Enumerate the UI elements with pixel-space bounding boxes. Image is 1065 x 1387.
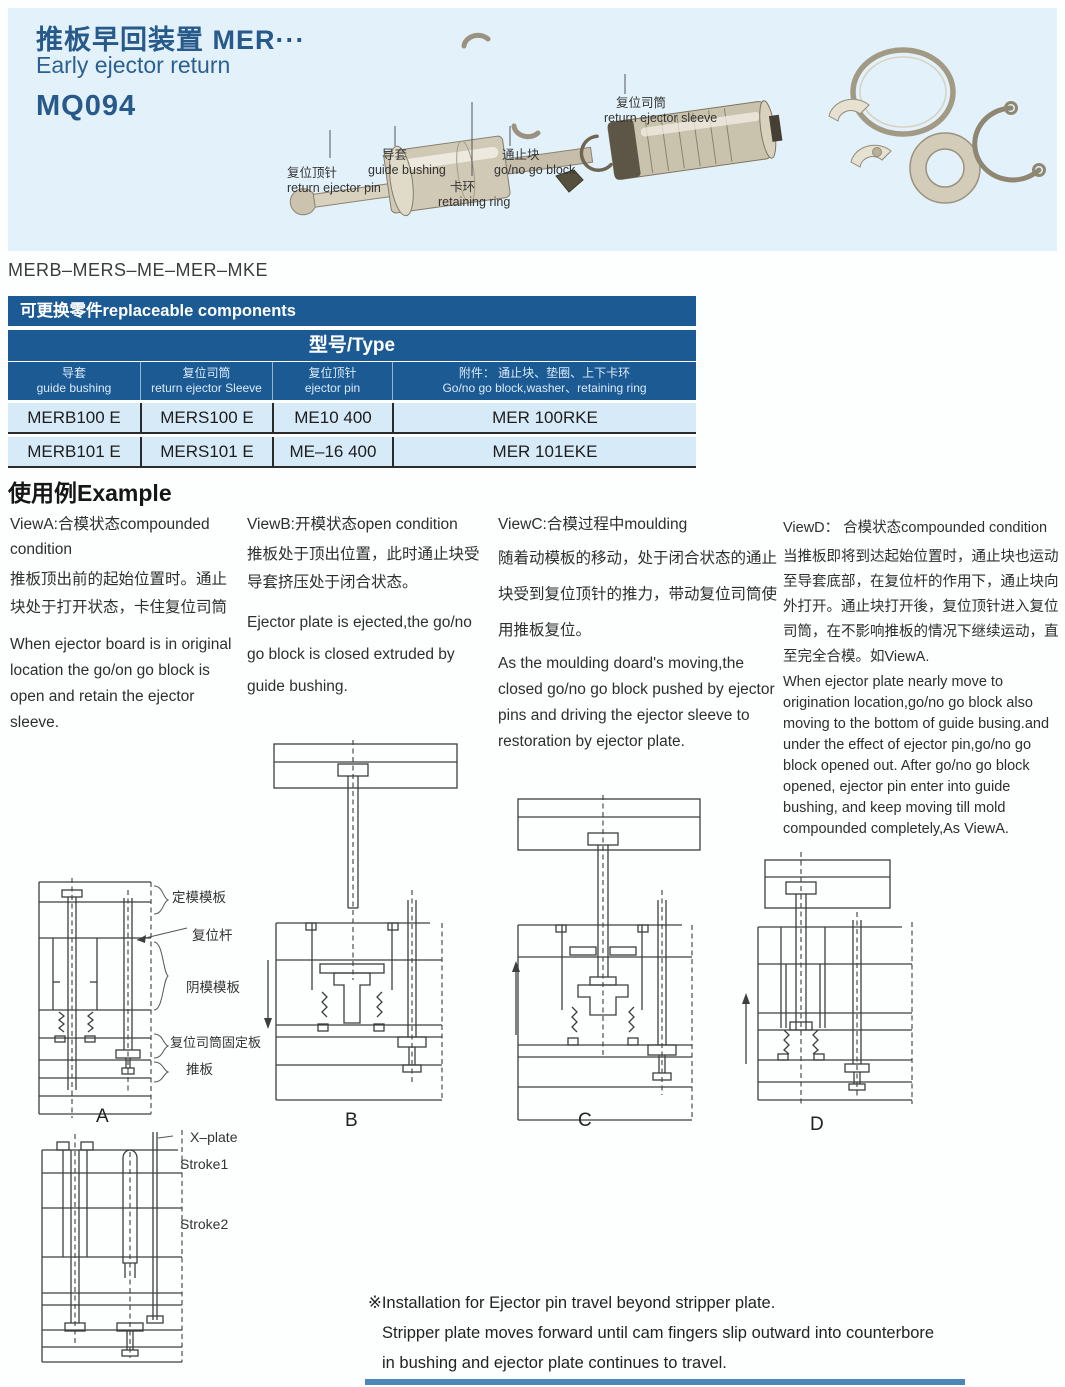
label-return-ejector-sleeve: 复位司筒 return ejector sleeve	[604, 96, 717, 126]
label-return-ejector-sleeve-cn: 复位司筒	[616, 96, 667, 110]
mold-diagram-a	[38, 878, 188, 1118]
label-return-ejector-sleeve-en: return ejector sleeve	[604, 111, 718, 125]
view-a-en: When ejector board is in original locati…	[10, 636, 232, 731]
cell-r1-guide-bushing: MERB100 E	[27, 408, 121, 427]
diagram-letter-c: C	[578, 1110, 592, 1131]
diagram-letter-d: D	[810, 1114, 824, 1135]
cell-r1-accessories: MER 100RKE	[392, 403, 696, 432]
mold-diagram-c	[512, 795, 701, 1121]
series-code-line: MERB–MERS–ME–MER–MKE	[8, 260, 269, 280]
col-header-return-sleeve-en: return ejector Sleeve	[151, 381, 262, 395]
page-title-en: Early ejector return	[36, 52, 231, 78]
col-header-ejector-pin: 复位顶针 ejector pin	[272, 362, 392, 400]
view-d-title: ViewD： 合模状态compounded condition	[783, 520, 1048, 536]
view-a-cn: 推板顶出前的起始位置时。通止块处于打开状态，卡住复位司筒	[10, 571, 228, 616]
header-band: 推板早回装置 MER··· Early ejector return MQ094	[8, 8, 1057, 251]
col-header-guide-bushing-cn: 导套	[61, 366, 86, 380]
replaceable-components-table: 可更换零件replaceable components 型号/Type 导套 g…	[8, 296, 696, 468]
label-go-no-go-block-cn: 通止块	[502, 148, 540, 162]
cell-r2-ejector-pin: ME–16 400	[272, 437, 392, 466]
table-header-row: 导套 guide bushing 复位司筒 return ejector Sle…	[8, 362, 696, 400]
footnote-line2: Stripper plate moves forward until cam f…	[382, 1324, 935, 1342]
accessory-parts-illustration	[828, 47, 1046, 204]
view-a-title: ViewA:合模状态compounded condition	[10, 516, 210, 558]
view-c-text: ViewC:合模过程中moulding 随着动模板的移动，处于闭合状态的通止块受…	[498, 512, 780, 755]
table-row: MERB100 E MERS100 E ME10 400 MER 100RKE	[8, 403, 696, 434]
label-ejector-plate: 推板	[186, 1062, 213, 1077]
view-d-en: When ejector plate nearly move to origin…	[783, 674, 1050, 837]
view-d-text: ViewD： 合模状态compounded condition 当推板即将到达起…	[783, 516, 1061, 840]
footnote-line1: ※Installation for Ejector pin travel bey…	[368, 1294, 776, 1312]
cell-r1-return-sleeve: MERS100 E	[140, 403, 272, 432]
label-return-ejector-pin: 复位顶针 return ejector pin	[287, 166, 381, 196]
model-number: MQ094	[36, 90, 137, 122]
cell-r2-return-sleeve: MERS101 E	[140, 437, 272, 466]
col-header-ejector-pin-cn: 复位顶针	[308, 366, 357, 380]
label-return-ejector-pin-cn: 复位顶针	[287, 166, 338, 180]
view-c-cn: 随着动模板的移动，处于闭合状态的通止块受到复位顶针的推力，带动复位司筒使用推板复…	[498, 550, 778, 639]
page-title-cn: 推板早回装置 MER···	[36, 25, 306, 55]
clip-half-top	[461, 32, 491, 49]
ejector-assembly-illustration	[289, 32, 783, 217]
table-row: MERB101 E MERS101 E ME–16 400 MER 101EKE	[8, 437, 696, 468]
mold-diagram-d	[742, 852, 913, 1107]
cell-r2-guide-bushing: MERB101 E	[27, 442, 121, 461]
label-fixed-plate: 定模模板	[172, 890, 226, 905]
label-stroke2: Stroke2	[180, 1216, 229, 1232]
mold-diagram-b	[264, 740, 458, 1101]
view-a-text: ViewA:合模状态compounded condition 推板顶出前的起始位…	[10, 512, 238, 736]
example-section-title: 使用例Example	[8, 480, 172, 506]
label-sleeve-fix-plate: 复位司筒固定板	[170, 1035, 262, 1050]
view-b-en: Ejector plate is ejected,the go/no go bl…	[247, 614, 472, 695]
col-header-ejector-pin-en: ejector pin	[304, 381, 361, 395]
label-guide-bushing-en: guide bushing	[368, 163, 446, 177]
view-b-text: ViewB:开模状态open condition 推板处于顶出位置，此时通止块受…	[247, 512, 489, 703]
view-c-en: As the moulding doard's moving,the close…	[498, 655, 775, 750]
footnote-line3: in bushing and ejector plate continues t…	[382, 1354, 727, 1372]
col-header-return-sleeve-cn: 复位司筒	[182, 366, 231, 380]
col-header-accessories-en: Go/no go block,washer、retaining ring	[442, 381, 647, 395]
label-retaining-ring-en: retaining ring	[438, 195, 511, 209]
label-guide-bushing: 导套 guide bushing	[368, 148, 446, 178]
clip-half-mid	[511, 123, 541, 140]
view-b-cn: 推板处于顶出位置，此时通止块受导套挤压处于闭合状态。	[247, 546, 480, 591]
label-return-ejector-pin-en: return ejector pin	[287, 181, 381, 195]
label-stroke1: Stroke1	[180, 1156, 229, 1172]
label-retaining-ring: 卡环 retaining ring	[438, 180, 510, 210]
col-header-return-sleeve: 复位司筒 return ejector Sleeve	[140, 362, 272, 400]
label-go-no-go-block-en: go/no go block	[494, 163, 576, 177]
cell-r1-ejector-pin: ME10 400	[272, 403, 392, 432]
label-go-no-go-block: 通止块 go/no go block	[494, 148, 575, 178]
col-header-guide-bushing: 导套 guide bushing	[8, 362, 140, 400]
cell-r2-accessories: MER 101EKE	[392, 437, 696, 466]
bottom-divider	[365, 1379, 965, 1385]
label-return-rod: 复位杆	[192, 928, 233, 943]
diagram-letter-b: B	[345, 1110, 358, 1131]
view-d-cn: 当推板即将到达起始位置时，通止块也运动至导套底部，在复位杆的作用下，通止块向外打…	[783, 549, 1059, 665]
col-header-accessories: 附件： 通止块、垫圈、上下卡环 Go/no go block,washer、re…	[392, 362, 696, 400]
diagram-letter-a: A	[96, 1106, 109, 1127]
col-header-guide-bushing-en: guide bushing	[36, 381, 112, 395]
label-guide-bushing-cn: 导套	[382, 148, 408, 162]
label-retaining-ring-cn: 卡环	[450, 180, 476, 194]
cam-block-shape	[555, 169, 584, 193]
label-x-plate: X–plate	[190, 1129, 238, 1145]
col-header-accessories-cn: 附件： 通止块、垫圈、上下卡环	[458, 366, 631, 380]
label-core-plate: 阴模模板	[186, 980, 240, 995]
view-b-title: ViewB:开模状态open condition	[247, 516, 458, 533]
x-plate-diagram	[41, 1130, 183, 1363]
view-c-title: ViewC:合模过程中moulding	[498, 516, 688, 533]
table-title: 可更换零件replaceable components	[8, 296, 696, 326]
table-type-header: 型号/Type	[8, 330, 696, 361]
